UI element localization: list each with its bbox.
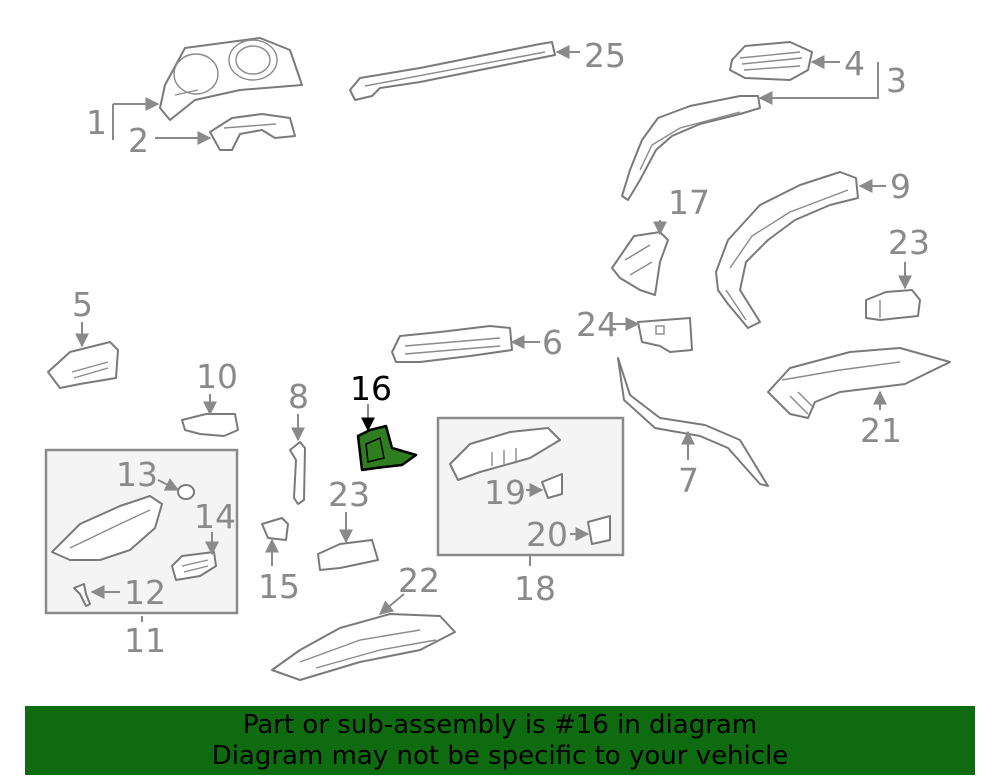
part-1-cluster-hood [159, 37, 303, 121]
part-23-upper-bracket [865, 289, 921, 321]
label-23-lower: 23 [328, 475, 370, 514]
part-25-dash-rail [349, 41, 556, 101]
part-19-seal [541, 473, 563, 499]
part-10-cover [181, 413, 239, 437]
part-17-bracket [611, 231, 669, 296]
part-20-seal [587, 515, 611, 545]
label-6: 6 [542, 323, 563, 362]
info-banner: Part or sub-assembly is #16 in diagram D… [25, 706, 975, 775]
label-19: 19 [484, 473, 526, 512]
label-4: 4 [844, 44, 865, 83]
label-5: 5 [72, 285, 93, 324]
label-14: 14 [194, 497, 236, 536]
part-13-grommet [177, 484, 195, 500]
label-23-upper: 23 [888, 223, 930, 262]
part-6-register [391, 325, 513, 363]
label-24: 24 [576, 305, 618, 344]
label-11: 11 [124, 621, 166, 660]
part-12-bolt [73, 583, 91, 607]
part-15-clip [261, 517, 289, 541]
label-16: 16 [350, 369, 392, 408]
label-10: 10 [196, 357, 238, 396]
label-22: 22 [398, 561, 440, 600]
part-18-duct [449, 427, 561, 481]
part-16-highlighted [356, 424, 418, 472]
label-7: 7 [678, 461, 699, 500]
label-13: 13 [116, 455, 158, 494]
label-20: 20 [526, 515, 568, 554]
part-2-column-cover [209, 113, 296, 151]
label-25: 25 [584, 36, 626, 75]
label-17: 17 [668, 183, 710, 222]
part-9-large-duct [715, 171, 859, 329]
label-1: 1 [86, 103, 107, 142]
part-16-inner-outline [365, 436, 385, 463]
label-18: 18 [514, 569, 556, 608]
part-4-vent [729, 41, 813, 81]
label-2: 2 [128, 121, 149, 160]
part-23-lower-bracket [317, 539, 379, 571]
part-7-trim-strip [617, 357, 769, 487]
label-21: 21 [860, 411, 902, 450]
label-15: 15 [258, 567, 300, 606]
label-8: 8 [288, 377, 309, 416]
part-21-floor-duct [767, 347, 951, 419]
part-16-body [356, 424, 418, 472]
part-22-floor-duct [271, 613, 456, 681]
part-14-vent [171, 551, 217, 581]
label-3: 3 [886, 61, 907, 100]
callout-labels: 1 2 25 4 3 9 17 23 24 21 6 7 5 10 8 16 2… [72, 36, 930, 660]
label-12: 12 [124, 573, 166, 612]
part-24-bracket [637, 317, 693, 353]
leader-lines [75, 45, 912, 622]
part-5-side-vent [47, 341, 119, 389]
part-8-stay [289, 441, 306, 505]
part-3-side-duct [621, 95, 761, 201]
part-11-duct [51, 495, 163, 561]
banner-line-2: Diagram may not be specific to your vehi… [211, 741, 789, 771]
label-9: 9 [890, 167, 911, 206]
banner-line-1: Part or sub-assembly is #16 in diagram [242, 710, 758, 740]
